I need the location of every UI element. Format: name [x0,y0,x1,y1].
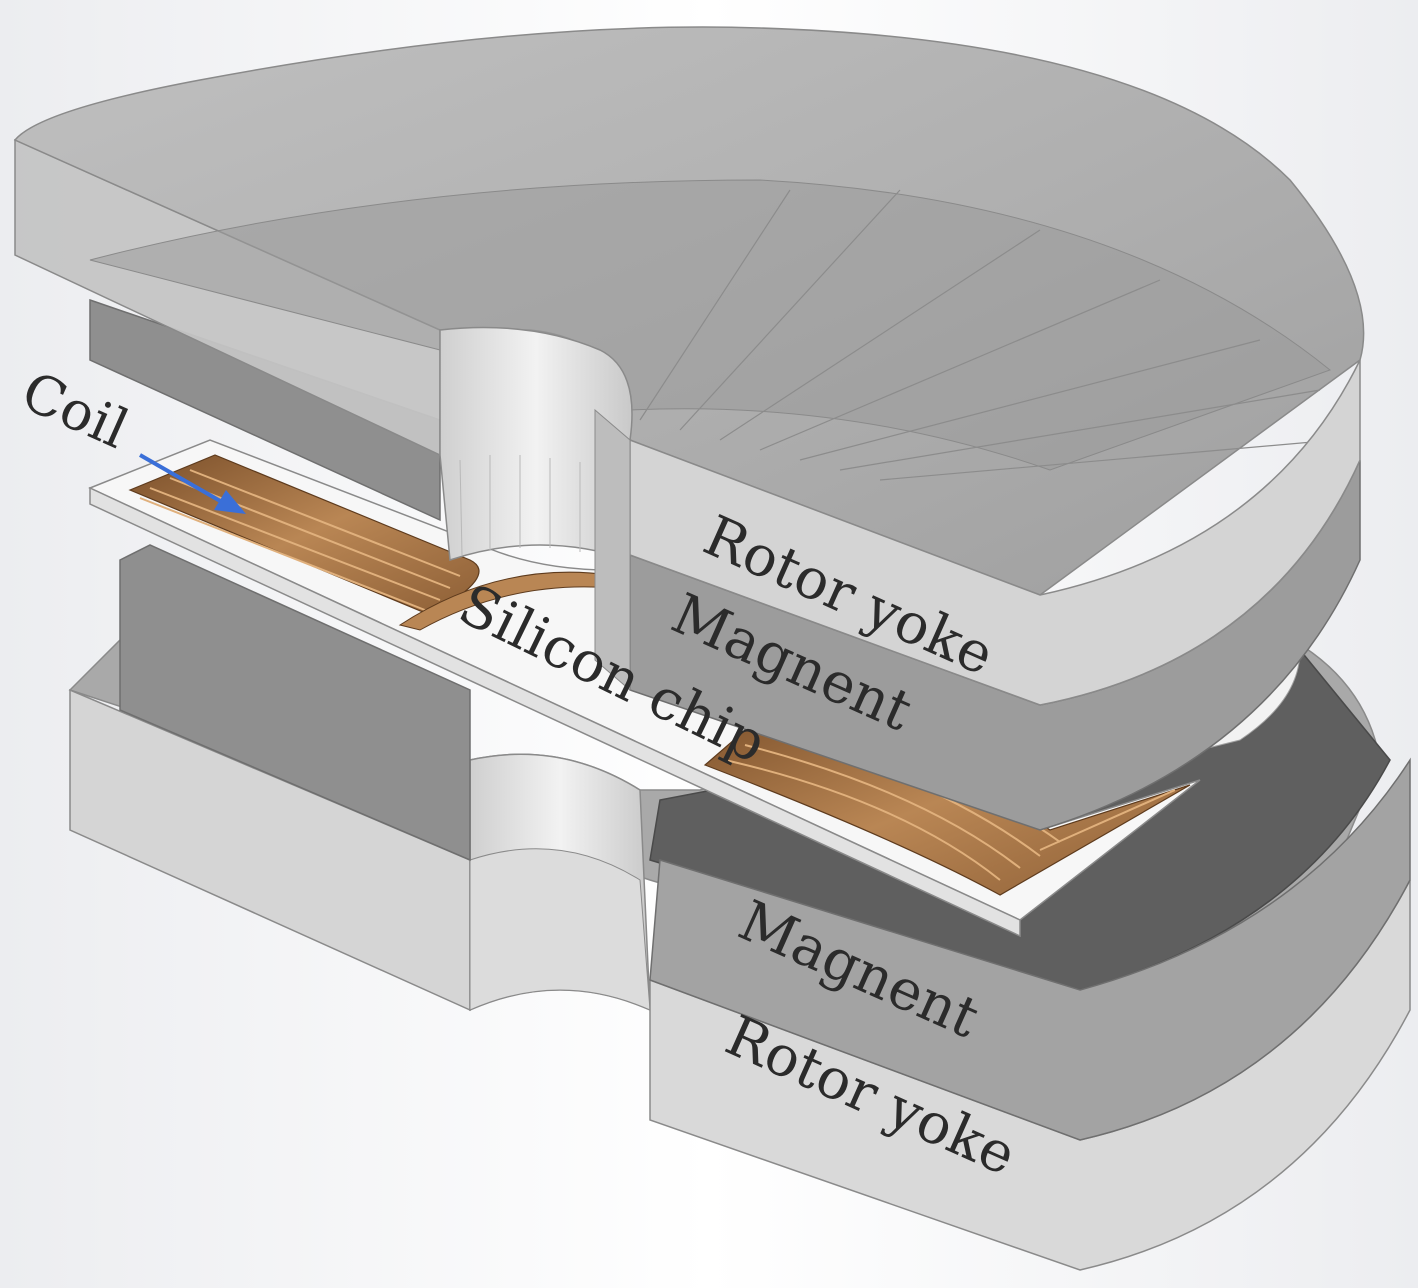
upper-yoke-bore [439,326,633,562]
silicon-chip-edge [89,486,1021,938]
coil-left [128,454,480,616]
coil-pointer-arrow [139,453,246,514]
fan-radial-lines [639,189,1336,481]
upper-yoke-cut-face [594,408,631,692]
upper-yoke-right-front [629,359,1361,706]
lower-magnet-right-front [649,757,1411,1141]
lower-magnet-left [119,544,471,862]
upper-rotor-assembly [13,26,1365,831]
lower-yoke-bore-wall [469,848,651,1011]
